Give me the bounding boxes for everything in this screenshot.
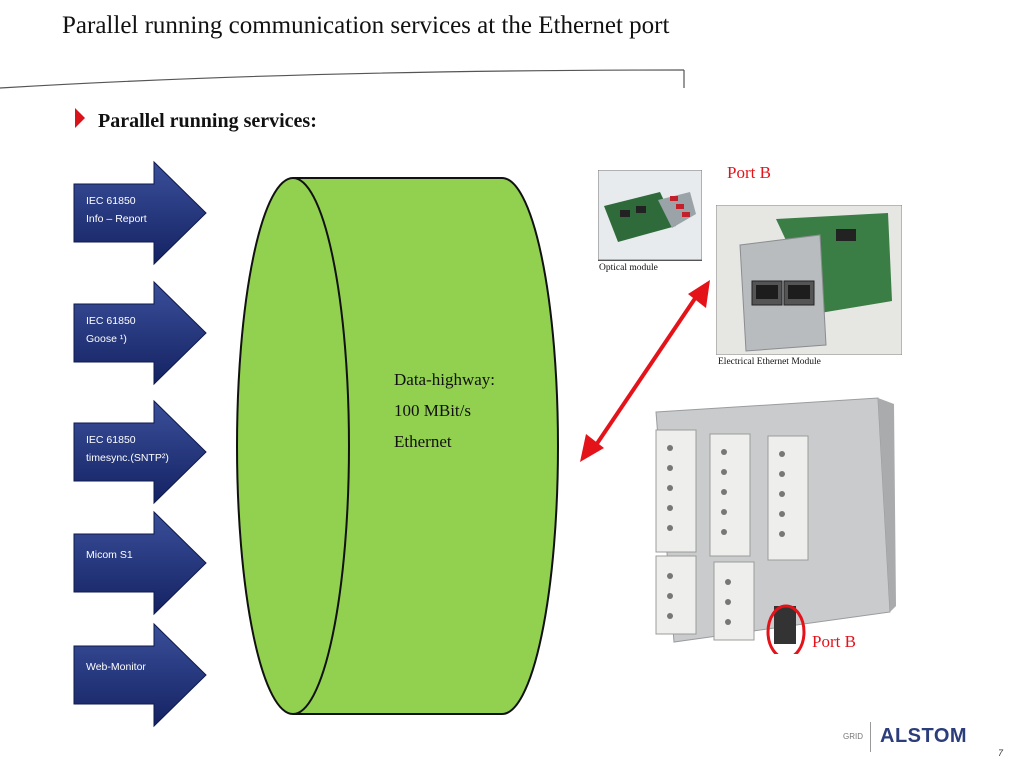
optical-module-rule (598, 260, 702, 261)
data-highway-line2: 100 MBit/s (394, 401, 471, 420)
block-arrow-icon (73, 510, 207, 616)
block-arrow-icon (73, 280, 207, 386)
service-label-line1: IEC 61850 (86, 195, 136, 207)
service-label-line2: Goose ¹) (86, 333, 127, 345)
page-number: 7 (998, 748, 1004, 758)
relay-device-image (655, 397, 896, 654)
data-highway-line1: Data-highway: (394, 370, 496, 389)
service-label-line1: Web-Monitor (86, 661, 146, 673)
optical-module-image (598, 170, 702, 260)
data-highway-line3: Ethernet (394, 432, 452, 451)
electrical-ethernet-module-image (716, 205, 902, 355)
service-label-line2: Info – Report (86, 213, 147, 225)
service-arrow-web-monitor: Web-Monitor (72, 622, 208, 728)
block-arrow-icon (73, 622, 207, 728)
block-arrow-icon (73, 160, 207, 266)
double-arrow-icon (580, 280, 710, 462)
service-label-line1: Micom S1 (86, 549, 133, 561)
service-arrow-micom-s1: Micom S1 (72, 510, 208, 616)
title-underline (0, 69, 685, 89)
service-label-line2: timesync.(SNTP²) (86, 452, 169, 464)
alstom-logo: ALSTOM (880, 725, 968, 747)
service-label-line1: IEC 61850 (86, 434, 136, 446)
data-highway-cylinder (236, 177, 559, 715)
port-b-label-bottom: Port B (812, 632, 856, 651)
bullet-triangle-icon (75, 108, 85, 128)
footer-grid-label: GRID (843, 732, 863, 741)
bullet-heading: Parallel running services: (98, 110, 317, 132)
slide-title: Parallel running communication services … (62, 12, 670, 39)
block-arrow-icon (73, 399, 207, 505)
port-b-label-top: Port B (727, 163, 771, 182)
electrical-module-caption: Electrical Ethernet Module (718, 357, 821, 367)
data-highway-label: Data-highway: 100 MBit/s Ethernet (394, 364, 495, 457)
service-label-line1: IEC 61850 (86, 315, 136, 327)
service-arrow-timesync: IEC 61850 timesync.(SNTP²) (72, 399, 208, 505)
optical-module-caption: Optical module (599, 263, 658, 273)
footer-divider (870, 722, 871, 752)
